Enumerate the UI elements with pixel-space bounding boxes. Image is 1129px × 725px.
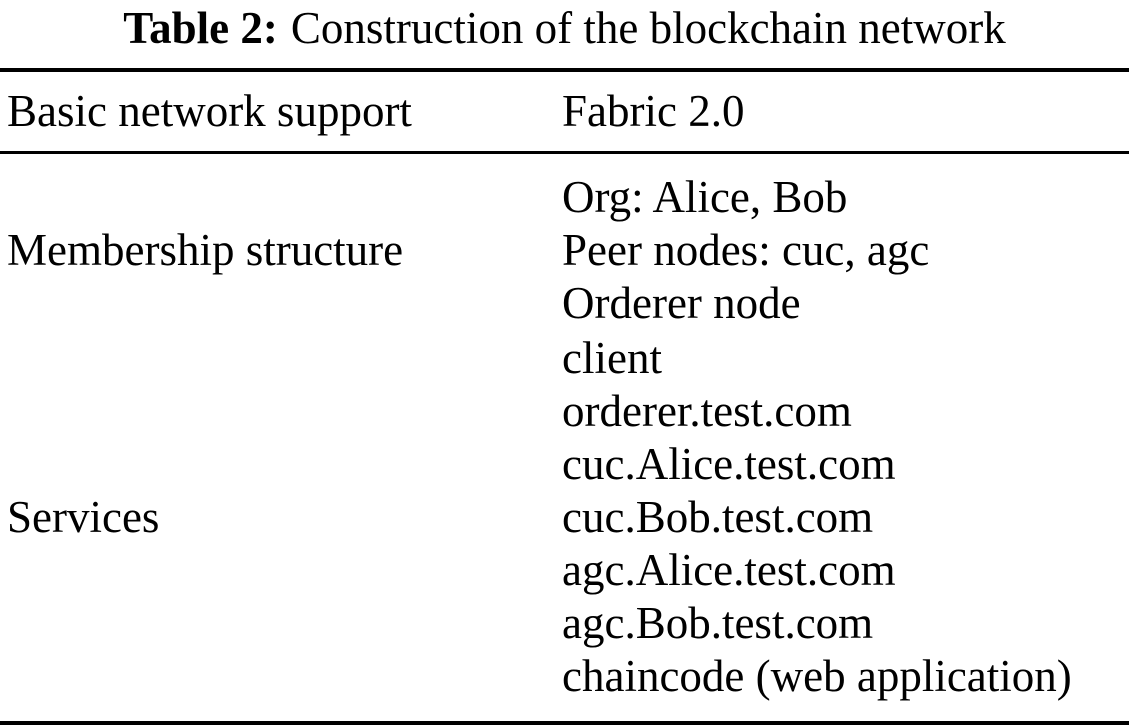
membership-value-cell: Org: Alice, Bob Peer nodes: cuc, agc Ord…	[562, 172, 930, 328]
table-caption-text: Construction of the blockchain network	[290, 3, 1006, 53]
table-caption: Table 2:Construction of the blockchain n…	[0, 0, 1129, 55]
blockchain-network-table: Basic network support Fabric 2.0 Members…	[0, 68, 1129, 725]
table-row-header: Basic network support Fabric 2.0	[0, 70, 1129, 154]
table-row-services: Services client orderer.test.com cuc.Ali…	[0, 331, 1129, 723]
table-row-membership: Membership structure Org: Alice, Bob Pee…	[0, 153, 1129, 332]
header-key-cell: Basic network support	[0, 70, 561, 154]
membership-key-cell: Membership structure	[7, 225, 404, 275]
header-value-cell: Fabric 2.0	[561, 70, 1129, 154]
table-caption-label: Table 2:	[123, 3, 278, 53]
services-value-cell: client orderer.test.com cuc.Alice.test.c…	[562, 333, 1072, 701]
services-key-cell: Services	[7, 492, 160, 542]
